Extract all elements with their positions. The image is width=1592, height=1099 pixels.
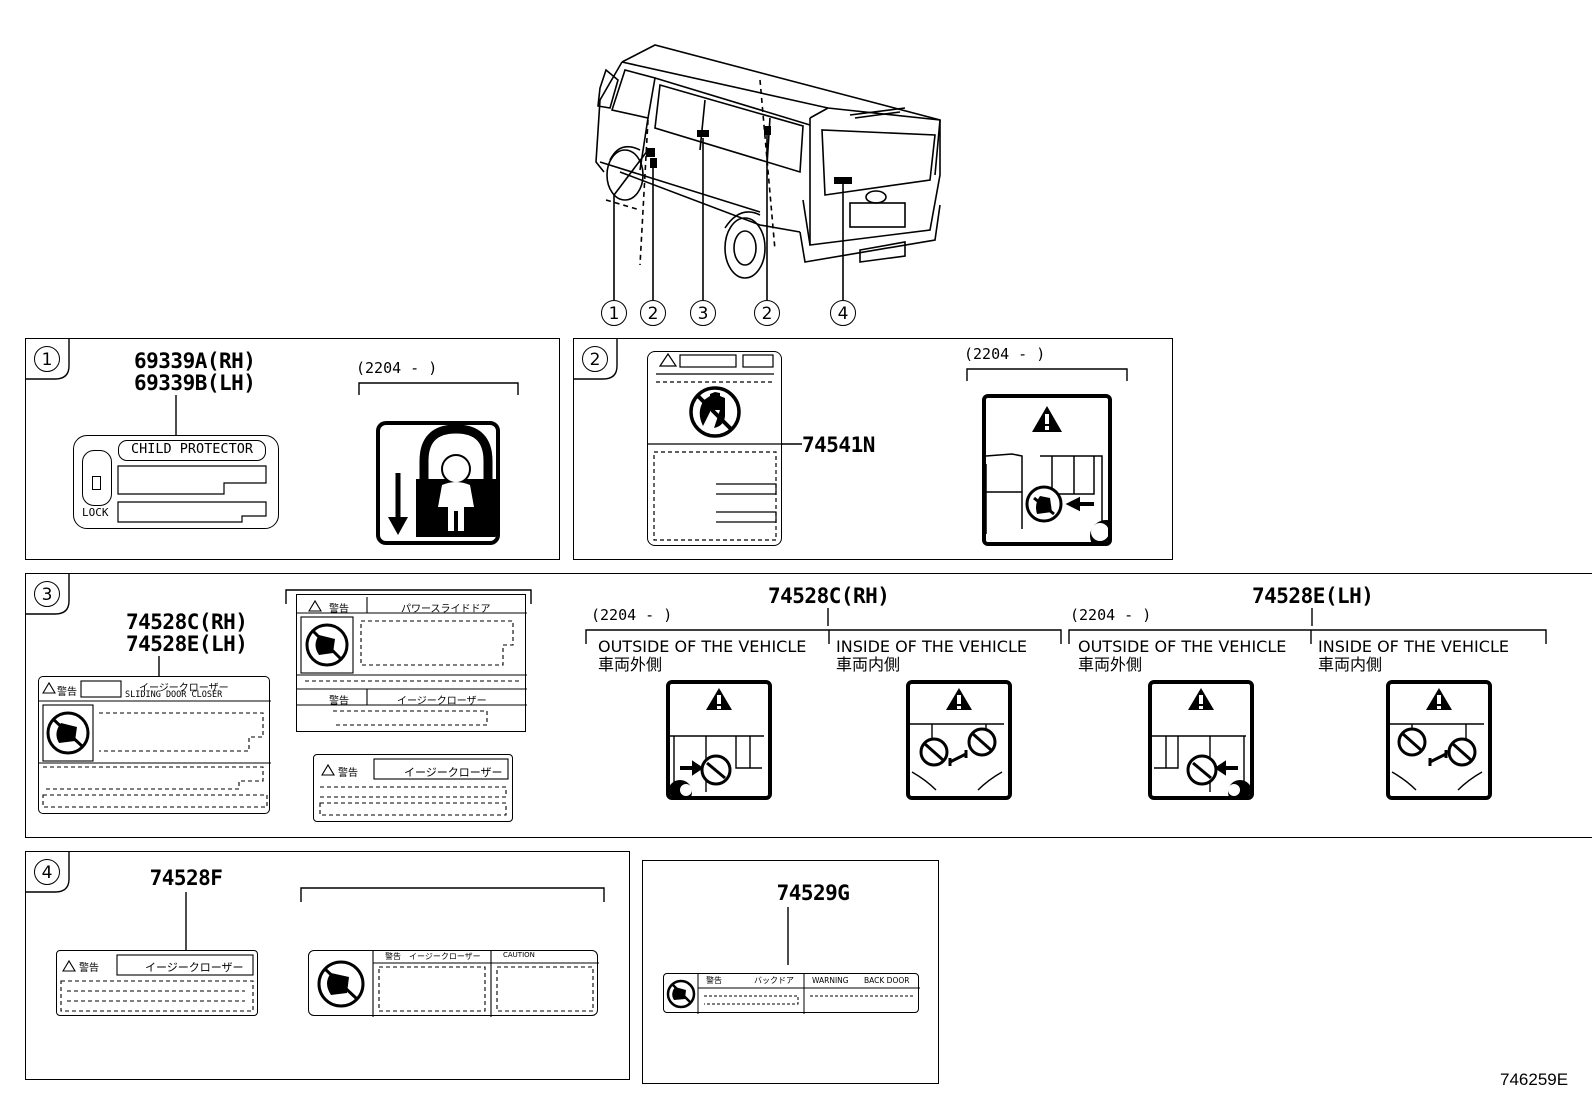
date-range: (2204 - ) — [964, 345, 1046, 363]
label-b-title2: イージークローザー — [397, 696, 487, 707]
label-c-warn: 警告 — [338, 768, 358, 779]
leader-lines — [787, 907, 789, 965]
panel-3: 3 74528C(RH) 74528E(LH) — [25, 573, 1592, 838]
lh-date-range: (2204 - ) — [1070, 606, 1152, 624]
warning-label-74541n — [647, 351, 783, 546]
figure-id: 746259E — [1500, 1070, 1569, 1089]
inside-pinch-icon — [910, 688, 1004, 791]
label-a-title: イージークローザー — [139, 683, 229, 694]
child-protector-label: CHILD PROTECTOR LOCK — [73, 435, 279, 529]
warn-en: WARNING — [812, 976, 849, 985]
part-number-74541n: 74541N — [802, 433, 875, 457]
part-number-rh: 69339A(RH) — [134, 349, 256, 373]
callout-2b: 2 — [754, 300, 780, 326]
outside-pinch-icon — [670, 688, 764, 796]
lh-outside-jp: 車両外側 — [1078, 655, 1143, 674]
panel-4: 4 74528F 警告 イージークローザー — [25, 851, 630, 1080]
inside-pinch-icon — [1390, 688, 1484, 791]
date-range: (2204 - ) — [356, 359, 438, 377]
lh-outside-pictogram — [1148, 680, 1254, 800]
label-a-sub: SLIDING DOOR CLOSER — [125, 690, 223, 700]
lh-inside-en: INSIDE OF THE VEHICLE — [1318, 637, 1509, 656]
label-blank-lines — [117, 465, 267, 523]
panel-3-number: 3 — [34, 581, 60, 607]
lh-inside-jp: 車両内側 — [1318, 655, 1383, 674]
leader-lines — [782, 368, 1128, 445]
rh-inside-jp: 車両内側 — [836, 655, 901, 674]
child-lock-pictogram — [376, 421, 500, 545]
label-b-warn2: 警告 — [329, 696, 349, 707]
label-contents — [648, 352, 783, 541]
label-title: CHILD PROTECTOR — [131, 441, 253, 457]
easy-closer-label-4b: 警告 イージークローザー CAUTION — [308, 950, 599, 1017]
part-number-74529g: 74529G — [776, 881, 850, 905]
label-warn: 警告 — [79, 963, 99, 974]
label2-caution: CAUTION — [503, 951, 535, 959]
warn-jp: 警告 — [706, 976, 722, 985]
lh-header: 74528E(LH) — [1252, 584, 1374, 608]
panel-4-number: 4 — [34, 859, 60, 885]
easy-closer-label: 警告 イージークローザー — [313, 754, 513, 822]
panel-1-number: 1 — [34, 346, 60, 372]
label-title-box — [118, 440, 266, 461]
panel-tab-frame — [25, 851, 70, 893]
panel-tab-frame — [573, 338, 618, 380]
label-a-warn: 警告 — [57, 687, 77, 698]
label-title: イージークローザー — [145, 961, 244, 974]
sliding-door-pictogram — [982, 394, 1112, 546]
label-b-warn: 警告 — [329, 604, 349, 615]
leader-lines — [175, 382, 519, 435]
callout-4: 4 — [830, 300, 856, 326]
easy-closer-label-4: 警告 イージークローザー — [56, 950, 258, 1016]
lh-outside-en: OUTSIDE OF THE VEHICLE — [1078, 637, 1287, 656]
title-jp: バックドア — [754, 976, 794, 985]
panel-lines — [158, 589, 1547, 676]
part-number-lh: 69339B(LH) — [134, 371, 256, 395]
pinch-warning-icon — [986, 406, 1108, 542]
part-number-lh: 74528E(LH) — [126, 632, 248, 656]
lock-switch-icon — [82, 450, 112, 506]
rh-outside-en: OUTSIDE OF THE VEHICLE — [598, 637, 807, 656]
panel-2-number: 2 — [582, 346, 608, 372]
label-contents — [319, 758, 509, 816]
sliding-door-closer-label: 警告 イージークローザー SLIDING DOOR CLOSER — [38, 676, 271, 814]
leader-lines — [185, 887, 605, 950]
label-contents — [666, 974, 920, 1014]
rh-inside-pictogram — [906, 680, 1012, 800]
power-slide-door-label: 警告 パワースライドドア 警告 イージークローザー — [296, 594, 527, 732]
callout-2a: 2 — [640, 300, 666, 326]
label-contents — [60, 954, 254, 1012]
panel-tab-frame — [25, 573, 70, 615]
part-number-rh: 74528C(RH) — [126, 610, 248, 634]
lock-switch-knob-icon — [92, 476, 101, 490]
back-door-label: 警告 バックドア WARNING BACK DOOR — [663, 973, 920, 1014]
outside-pinch-icon — [1152, 688, 1250, 796]
label-contents — [297, 597, 527, 726]
rh-inside-en: INSIDE OF THE VEHICLE — [836, 637, 1027, 656]
rh-outside-pictogram — [666, 680, 772, 800]
label-contents — [39, 680, 271, 808]
label-b-title: パワースライドドア — [401, 604, 491, 615]
rh-outside-jp: 車両外側 — [598, 655, 663, 674]
callout-3: 3 — [690, 300, 716, 326]
panel-2: 2 74541N (2204 - ) — [573, 338, 1173, 560]
part-number-74528f: 74528F — [149, 866, 223, 890]
label-c-title: イージークローザー — [404, 766, 503, 779]
lh-inside-pictogram — [1386, 680, 1492, 800]
label-contents — [317, 951, 599, 1017]
callout-1: 1 — [601, 300, 627, 326]
label2-title: イージークローザー — [409, 952, 481, 961]
title-en: BACK DOOR — [864, 976, 910, 985]
panel-1: 1 69339A(RH) 69339B(LH) (2204 - ) CHILD … — [25, 338, 560, 560]
lock-text: LOCK — [82, 506, 109, 519]
rh-header: 74528C(RH) — [768, 584, 890, 608]
label2-warn: 警告 — [385, 952, 401, 961]
rh-date-range: (2204 - ) — [591, 606, 673, 624]
child-lock-icon — [388, 425, 496, 537]
panel-tab-frame — [25, 338, 70, 380]
panel-5: 74529G 警告 バックドア WARNING BACK DOOR — [642, 860, 939, 1084]
